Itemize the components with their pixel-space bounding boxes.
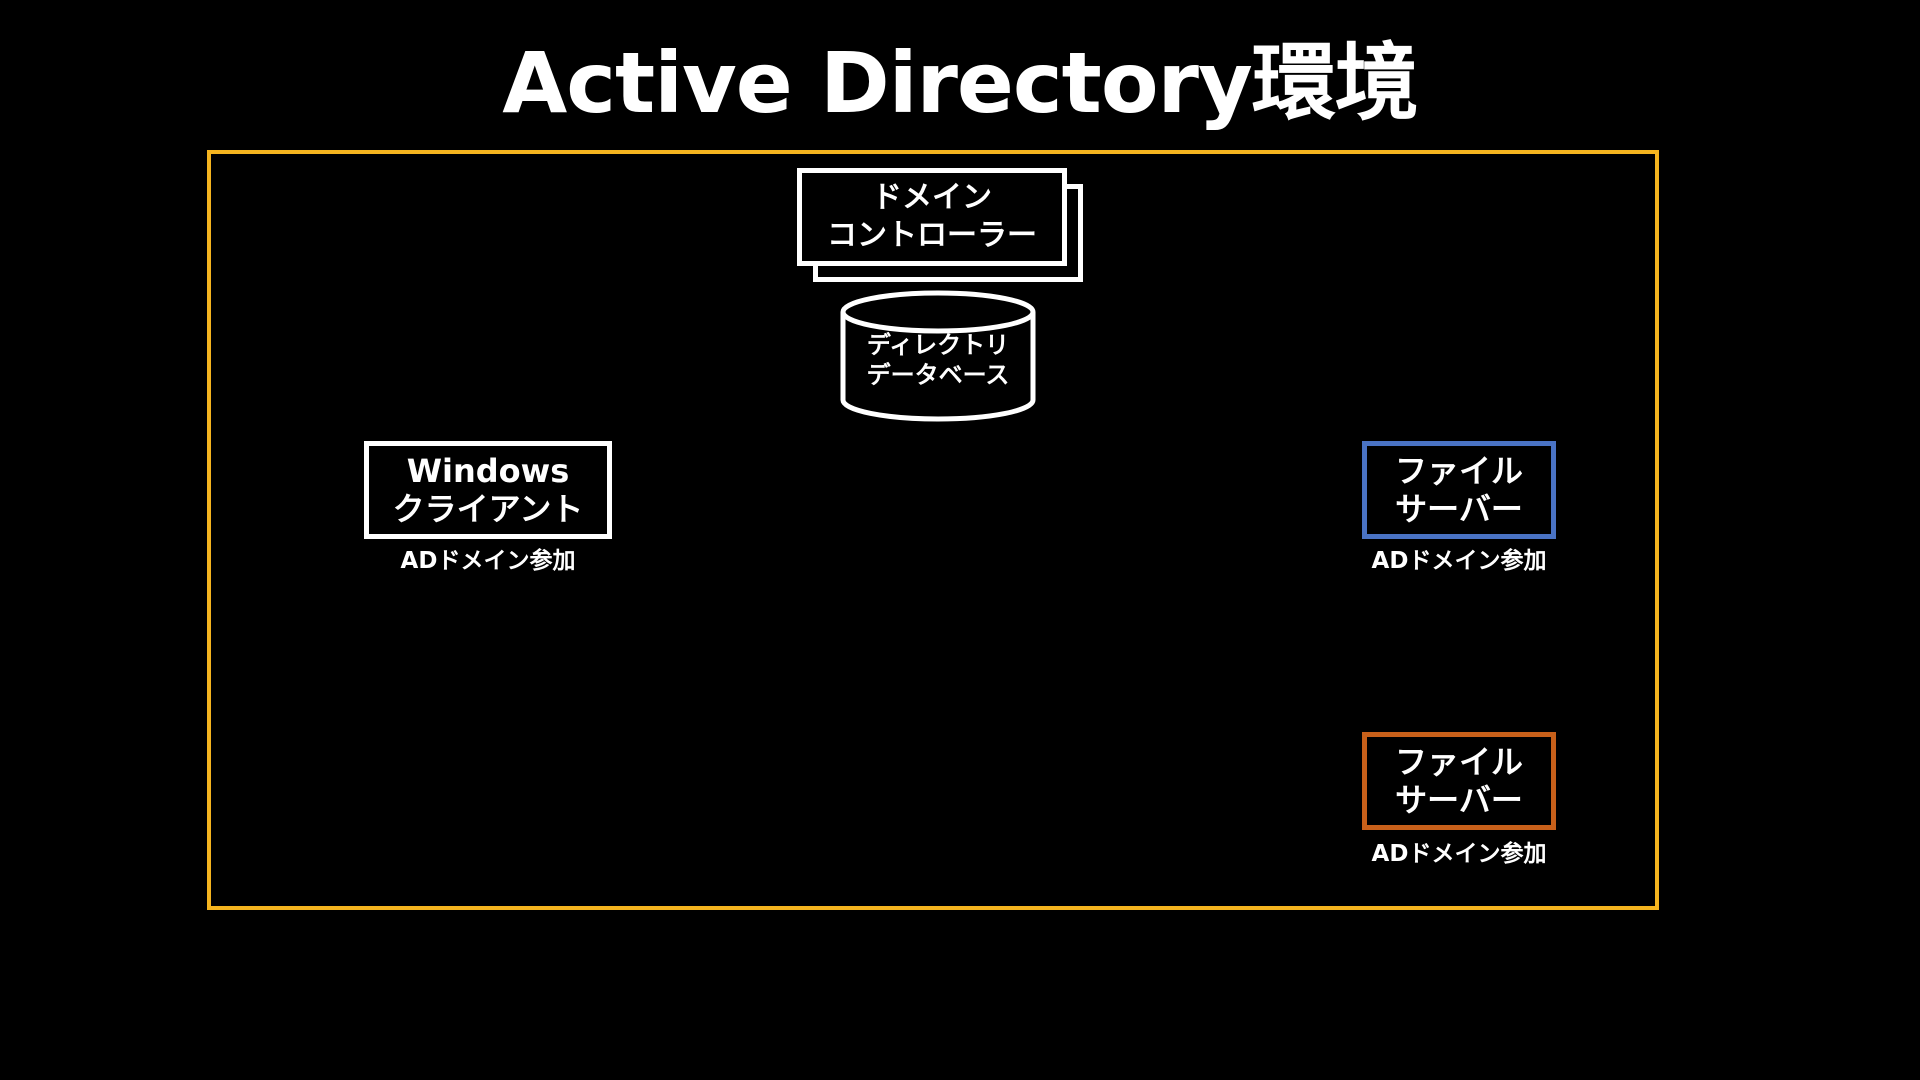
domain-controller-box: ドメイン コントローラー <box>797 168 1067 266</box>
file-server-1-label-line2: サーバー <box>1395 490 1523 528</box>
directory-database-label-line2: データベース <box>866 361 1010 389</box>
file-server-2-box: ファイル サーバー <box>1362 732 1556 830</box>
database-cylinder-icon <box>840 290 1036 422</box>
windows-client-box: Windows クライアント <box>364 441 612 539</box>
windows-client-caption: ADドメイン参加 <box>400 548 576 574</box>
directory-database-label: ディレクトリ データベース <box>840 330 1036 390</box>
directory-database-label-line1: ディレクトリ <box>866 331 1010 359</box>
windows-client-label-line2: クライアント <box>392 490 584 528</box>
file-server-2-caption: ADドメイン参加 <box>1371 841 1547 867</box>
domain-controller-label-line1: ドメイン <box>872 180 992 215</box>
page-title: Active Directory環境 <box>502 34 1418 132</box>
windows-client-label-line1: Windows <box>406 452 570 490</box>
file-server-1-box: ファイル サーバー <box>1362 441 1556 539</box>
domain-controller-label-line2: コントローラー <box>827 218 1037 253</box>
file-server-2-label-line2: サーバー <box>1395 781 1523 819</box>
file-server-1-label-line1: ファイル <box>1394 452 1523 490</box>
file-server-1-caption: ADドメイン参加 <box>1371 548 1547 574</box>
file-server-2-label-line1: ファイル <box>1394 743 1523 781</box>
ad-environment-frame <box>207 150 1659 910</box>
